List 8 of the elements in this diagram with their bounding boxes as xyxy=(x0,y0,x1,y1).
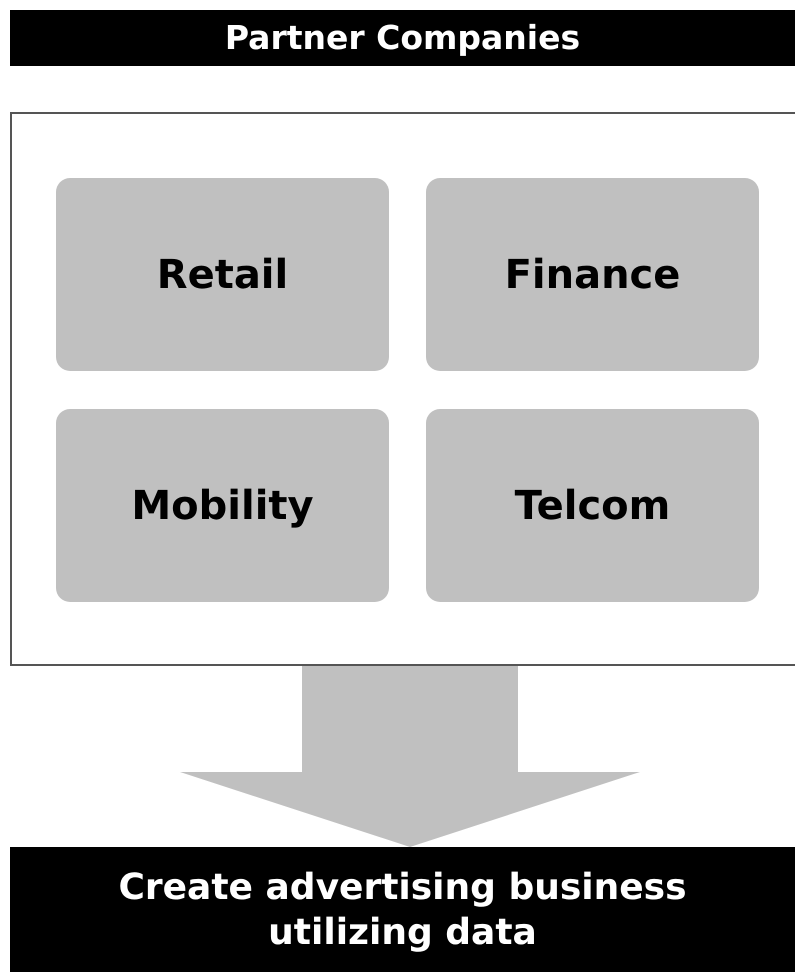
group-frame xyxy=(10,112,795,666)
block-arrow xyxy=(180,666,640,847)
title-band: Partner Companies xyxy=(10,10,795,66)
category-box: Finance xyxy=(426,178,759,371)
category-box: Retail xyxy=(56,178,389,371)
category-box: Mobility xyxy=(56,409,389,602)
title-band: Create advertising business utilizing data xyxy=(10,847,795,972)
category-box: Telcom xyxy=(426,409,759,602)
